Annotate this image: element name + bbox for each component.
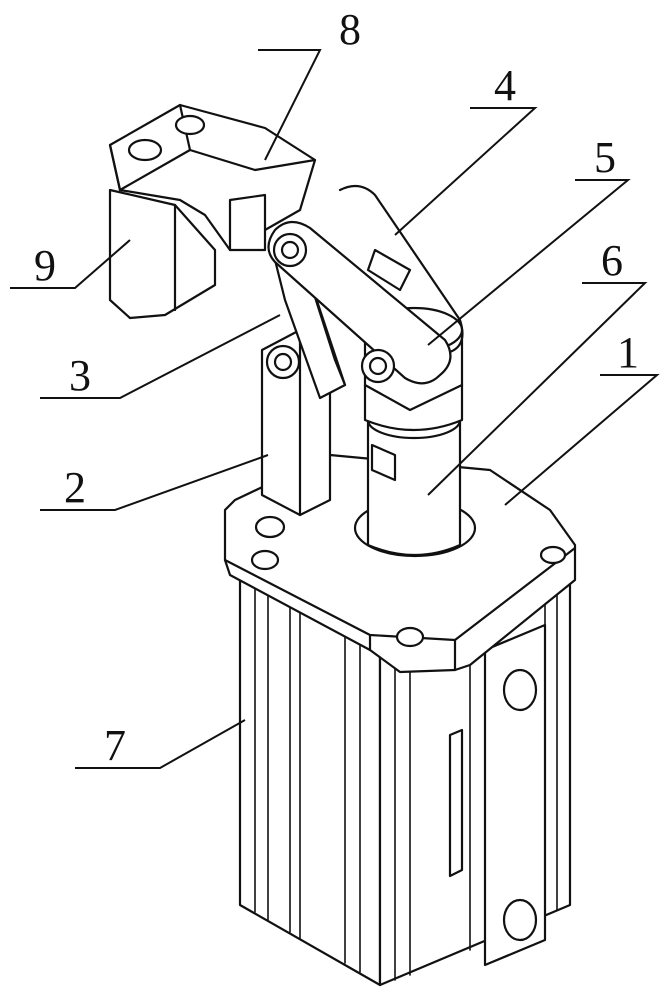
label-8: 8 <box>339 5 361 54</box>
label-1: 1 <box>617 328 639 377</box>
leader-lines <box>10 49 660 769</box>
clamp-arm <box>108 103 317 252</box>
cylinder-body <box>238 578 572 987</box>
leader-9 <box>10 239 131 289</box>
label-7: 7 <box>104 721 126 770</box>
reference-numerals: 8 4 5 6 1 9 3 2 7 <box>34 5 639 770</box>
side-link-plate <box>267 184 464 385</box>
leader-1 <box>504 374 660 506</box>
leader-7 <box>75 719 246 769</box>
label-4: 4 <box>494 61 516 110</box>
label-5: 5 <box>594 133 616 182</box>
leader-2 <box>40 454 269 511</box>
label-3: 3 <box>69 351 91 400</box>
leader-5 <box>427 179 631 346</box>
label-9: 9 <box>34 241 56 290</box>
clamp-pad <box>108 188 217 320</box>
label-2: 2 <box>64 463 86 512</box>
leader-3 <box>40 314 281 399</box>
leader-4 <box>394 107 538 236</box>
label-6: 6 <box>601 236 623 285</box>
leader-6 <box>427 282 648 496</box>
leader-8 <box>258 49 322 161</box>
